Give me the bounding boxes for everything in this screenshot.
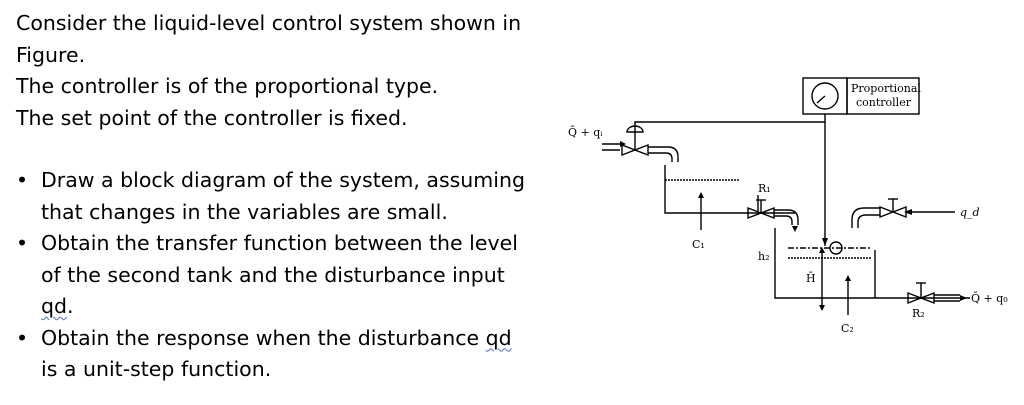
task-1-line-1: Draw a block diagram of the system, assu… xyxy=(41,168,525,192)
qd-pipe xyxy=(851,207,880,228)
spacer xyxy=(16,134,551,165)
controller-signal-line xyxy=(634,114,826,132)
c1-label: C₁ xyxy=(692,238,705,251)
valve-actuator-icon xyxy=(626,125,644,133)
controller-label-1: Proportional xyxy=(851,82,921,95)
liquid-level-diagram: Proportional controller Q̄ + qᵢ R₁ C₁ h₂… xyxy=(568,77,1008,335)
c2-arrowhead xyxy=(845,275,851,281)
r1-flow-arrowhead xyxy=(792,226,798,232)
tank-1 xyxy=(664,165,759,214)
controller-label-box xyxy=(846,77,920,115)
r1-valve-icon xyxy=(747,206,775,220)
task-2-line-1: Obtain the transfer function between the… xyxy=(41,231,518,255)
c1-arrowhead xyxy=(698,192,704,198)
intro-line-1b: Figure. xyxy=(16,42,86,67)
task-3-line-2: is a unit-step function. xyxy=(41,357,272,381)
qd-arrowhead xyxy=(904,209,912,215)
intro-line-3: The set point of the controller is fixed… xyxy=(16,105,408,130)
float-arrowhead xyxy=(822,238,828,246)
inlet-valve-icon xyxy=(621,143,649,157)
problem-text: Consider the liquid-level control system… xyxy=(16,8,551,386)
outflow-arrowhead xyxy=(960,295,967,301)
hbar-arrowhead-down xyxy=(819,305,825,311)
qd-label: q_d xyxy=(960,206,980,219)
controller-label-2: controller xyxy=(856,96,912,109)
task-2-line-2: of the second tank and the disturbance i… xyxy=(41,262,505,287)
intro-line-1a: Consider the liquid-level control system… xyxy=(16,11,522,35)
tank-2 xyxy=(774,228,876,299)
inlet-pipe xyxy=(648,146,679,162)
c2-label: C₂ xyxy=(841,322,854,335)
hbar-label: H̄ xyxy=(806,272,816,285)
hbar-arrowhead-up xyxy=(819,247,825,253)
r2-valve-icon xyxy=(907,291,935,305)
h2-label: h₂ xyxy=(758,250,770,263)
task-1-line-2: that changes in the variables are small. xyxy=(41,199,448,224)
inflow-label: Q̄ + qᵢ xyxy=(568,126,603,139)
gauge-needle xyxy=(816,95,826,104)
task-item-2: Obtain the transfer function between the… xyxy=(16,228,551,323)
intro-line-2: The controller is of the proportional ty… xyxy=(16,74,439,98)
r1-outlet-pipe xyxy=(774,209,799,225)
controller-gauge-icon xyxy=(811,82,839,110)
r1-label: R₁ xyxy=(758,182,771,195)
task-2-term: qd xyxy=(41,294,68,318)
task-3-line-1: Obtain the response when the disturbance xyxy=(41,325,486,350)
task-3-term: qd xyxy=(485,325,512,350)
inflow-arrowhead xyxy=(620,141,626,147)
r2-label: R₂ xyxy=(912,307,925,320)
task-item-1: Draw a block diagram of the system, assu… xyxy=(16,165,551,228)
task-list: Draw a block diagram of the system, assu… xyxy=(16,165,551,386)
task-item-3: Obtain the response when the disturbance… xyxy=(16,323,551,386)
outflow-label: Q̄ + q₀ xyxy=(971,292,1008,305)
task-2-end: . xyxy=(67,294,74,318)
